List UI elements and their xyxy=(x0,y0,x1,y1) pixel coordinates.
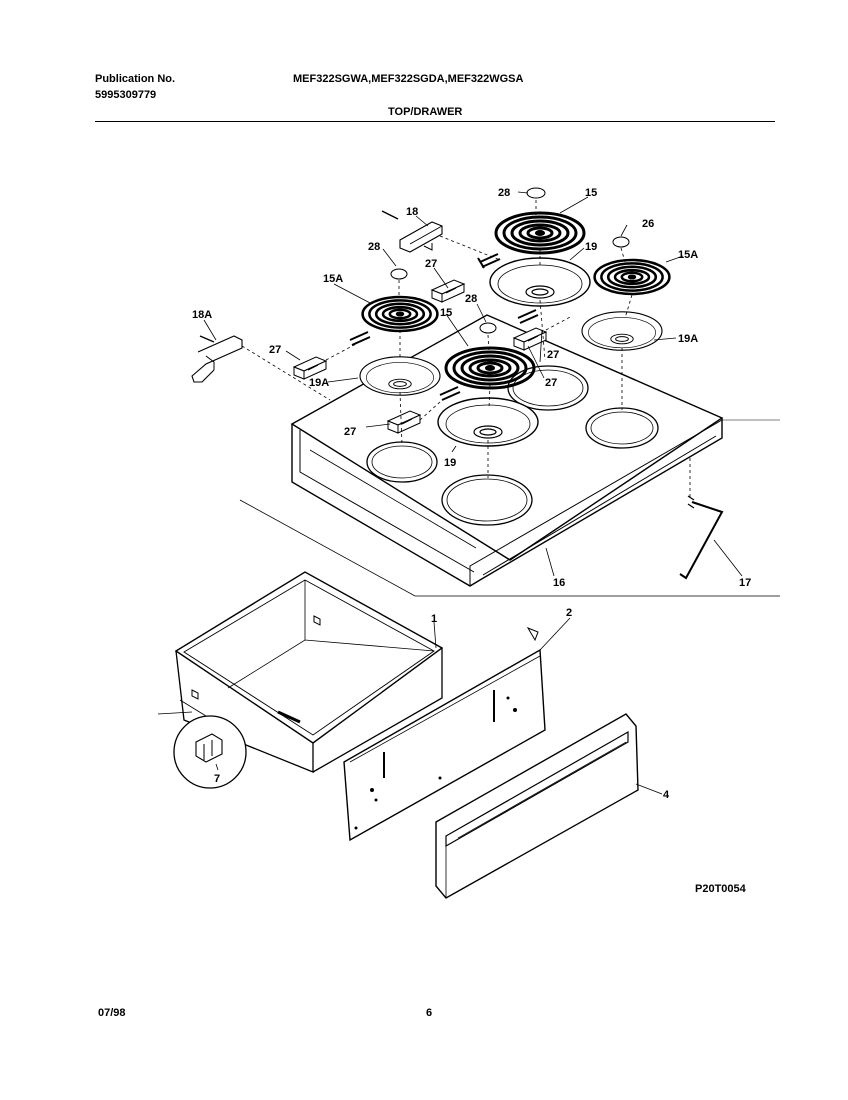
surface-element-15a-right xyxy=(593,258,671,296)
callout-16: 16 xyxy=(553,577,565,589)
surface-element-15-upper xyxy=(494,211,586,255)
element-bracket-18 xyxy=(381,210,443,253)
page-number: 6 xyxy=(426,1007,433,1019)
element-bracket-18a xyxy=(191,335,243,383)
callout-15: 15 xyxy=(585,187,597,199)
publication-label: Publication No. xyxy=(95,73,176,85)
drip-bowl-19-upper xyxy=(489,257,591,307)
callout-19: 19 xyxy=(444,457,456,469)
publication-number: 5995309779 xyxy=(95,89,157,101)
callout-19: 19 xyxy=(585,241,597,253)
callout-27: 27 xyxy=(545,377,557,389)
callout-15a: 15A xyxy=(678,249,698,261)
drawer-panel-2 xyxy=(343,626,546,842)
drip-bowl-19-lower xyxy=(437,397,539,447)
callout-2: 2 xyxy=(566,607,572,619)
receptacle-block-27-b xyxy=(293,356,327,380)
callout-27-left: 27 xyxy=(344,426,356,438)
callout-27: 27 xyxy=(547,349,559,361)
callout-28: 28 xyxy=(498,187,510,199)
anti-tip-wire-17 xyxy=(679,495,724,580)
callout-18a: 18A xyxy=(192,309,212,321)
surface-element-15a-left xyxy=(361,295,439,333)
callout-labels: 28 15 18 26 19 28 27 15A 15A 18A 28 15 2… xyxy=(192,187,751,801)
callout-15: 15 xyxy=(440,307,452,319)
callout-17: 17 xyxy=(739,577,751,589)
callout-28: 28 xyxy=(368,241,380,253)
callout-4: 4 xyxy=(663,789,670,801)
callout-18: 18 xyxy=(406,206,418,218)
footer-date: 07/98 xyxy=(98,1007,126,1019)
callout-1: 1 xyxy=(431,613,437,625)
callout-19a: 19A xyxy=(678,333,698,345)
callout-7: 7 xyxy=(214,773,220,785)
callout-28: 28 xyxy=(465,293,477,305)
drawer-front-4 xyxy=(435,713,639,899)
header-divider xyxy=(95,121,775,122)
callout-26: 26 xyxy=(642,218,654,230)
callout-19a: 19A xyxy=(309,377,329,389)
receptacle-block-27-a xyxy=(431,279,465,303)
section-title: TOP/DRAWER xyxy=(388,106,463,118)
drip-bowl-19a-right xyxy=(581,311,663,351)
callout-27: 27 xyxy=(425,258,437,270)
drawer-glide-detail-7 xyxy=(157,699,247,789)
model-numbers: MEF322SGWA,MEF322SGDA,MEF322WGSA xyxy=(293,73,524,85)
callout-27: 27 xyxy=(269,344,281,356)
callout-15a: 15A xyxy=(323,273,343,285)
figure-code: P20T0054 xyxy=(695,883,747,895)
drip-bowl-19a-left xyxy=(359,356,441,396)
cooktop-frame xyxy=(290,314,724,587)
drawer-body-1 xyxy=(174,571,444,773)
